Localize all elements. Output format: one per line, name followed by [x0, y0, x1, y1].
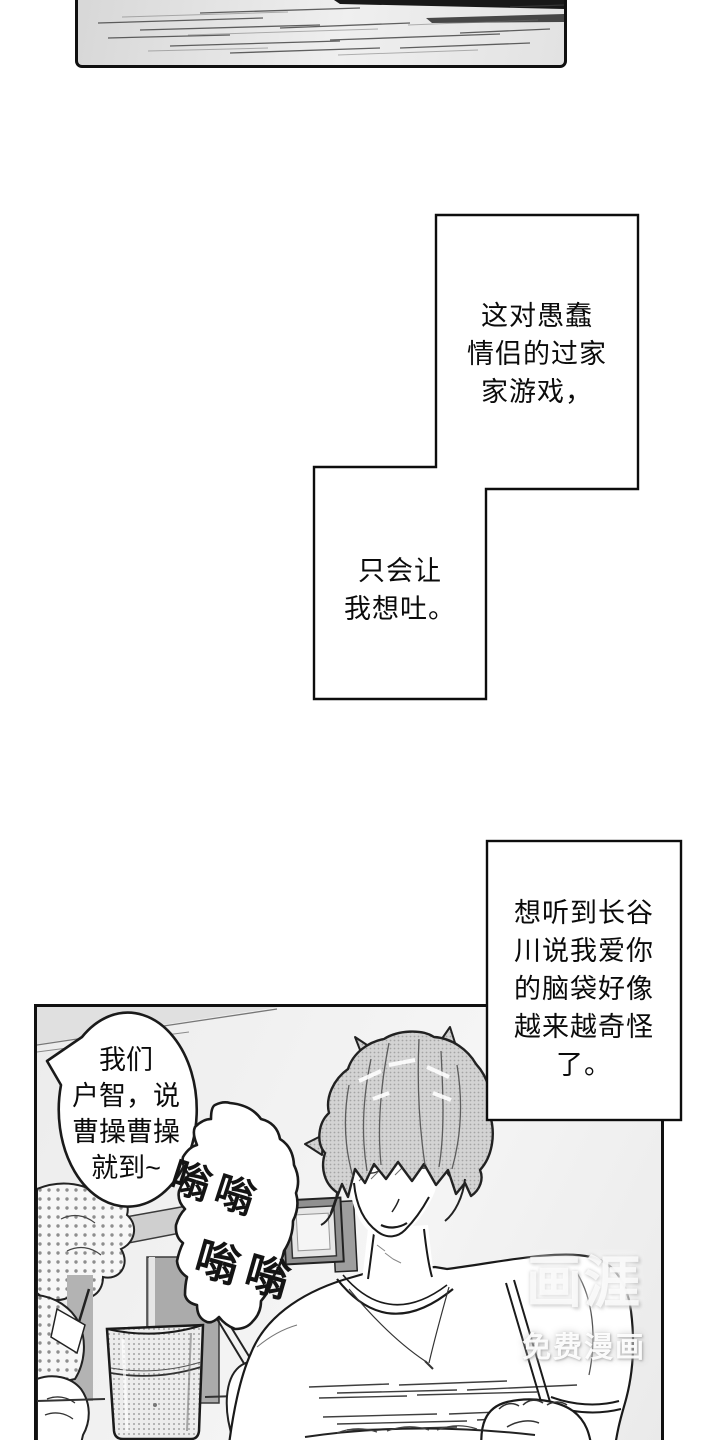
narration-line: 情侣的过家 — [467, 339, 607, 369]
hair — [304, 1026, 504, 1226]
picture-frame — [281, 1196, 359, 1273]
plate — [304, 1425, 536, 1438]
speech-line: 我们 — [99, 1045, 153, 1075]
narration-box-2: 只会让 我想吐。 — [314, 467, 486, 699]
narration-line: 这对愚蠢 — [481, 301, 593, 331]
hair-highlights — [358, 1058, 452, 1102]
character-illustration — [228, 1026, 635, 1440]
narration-line: 只会让 — [358, 556, 442, 586]
nose — [391, 1198, 400, 1213]
narration-line: 了。 — [556, 1049, 612, 1080]
narration-line: 家游戏， — [481, 377, 593, 407]
hair-strands — [344, 1038, 462, 1178]
collar-and-necklace — [336, 1274, 454, 1370]
narration-line: 我想吐。 — [344, 594, 456, 624]
speech-line: 户智，说 — [72, 1081, 180, 1111]
panel-art — [37, 1007, 635, 1440]
narration-box-3: 想听到长谷 川说我爱你 的脑袋好像 越来越奇怪 了。 — [487, 841, 681, 1120]
speed-lines-art — [97, 0, 564, 56]
water-glass — [105, 1323, 205, 1440]
narration-line: 的脑袋好像 — [514, 973, 654, 1004]
narration-line: 越来越奇怪 — [514, 1011, 654, 1042]
speech-bubble-text: 我们 户智，说 曹操曹操 就到~ — [55, 1036, 197, 1186]
offscreen-hand-with-spoon — [37, 1275, 93, 1440]
right-hand-with-chopsticks — [480, 1279, 592, 1440]
sfx-bubble-shape — [174, 1101, 300, 1331]
speech-line: 就到~ — [91, 1153, 161, 1183]
top-panel — [75, 0, 567, 68]
narration-line: 想听到长谷 — [514, 897, 654, 928]
narration-line: 川说我爱你 — [514, 935, 654, 966]
bottom-panel — [34, 1004, 664, 1440]
mouth — [380, 1222, 408, 1229]
neck — [362, 1225, 434, 1281]
narration-box-1: 这对愚蠢 情侣的过家 家游戏， — [436, 215, 638, 489]
speech-line: 曹操曹操 — [72, 1117, 180, 1147]
